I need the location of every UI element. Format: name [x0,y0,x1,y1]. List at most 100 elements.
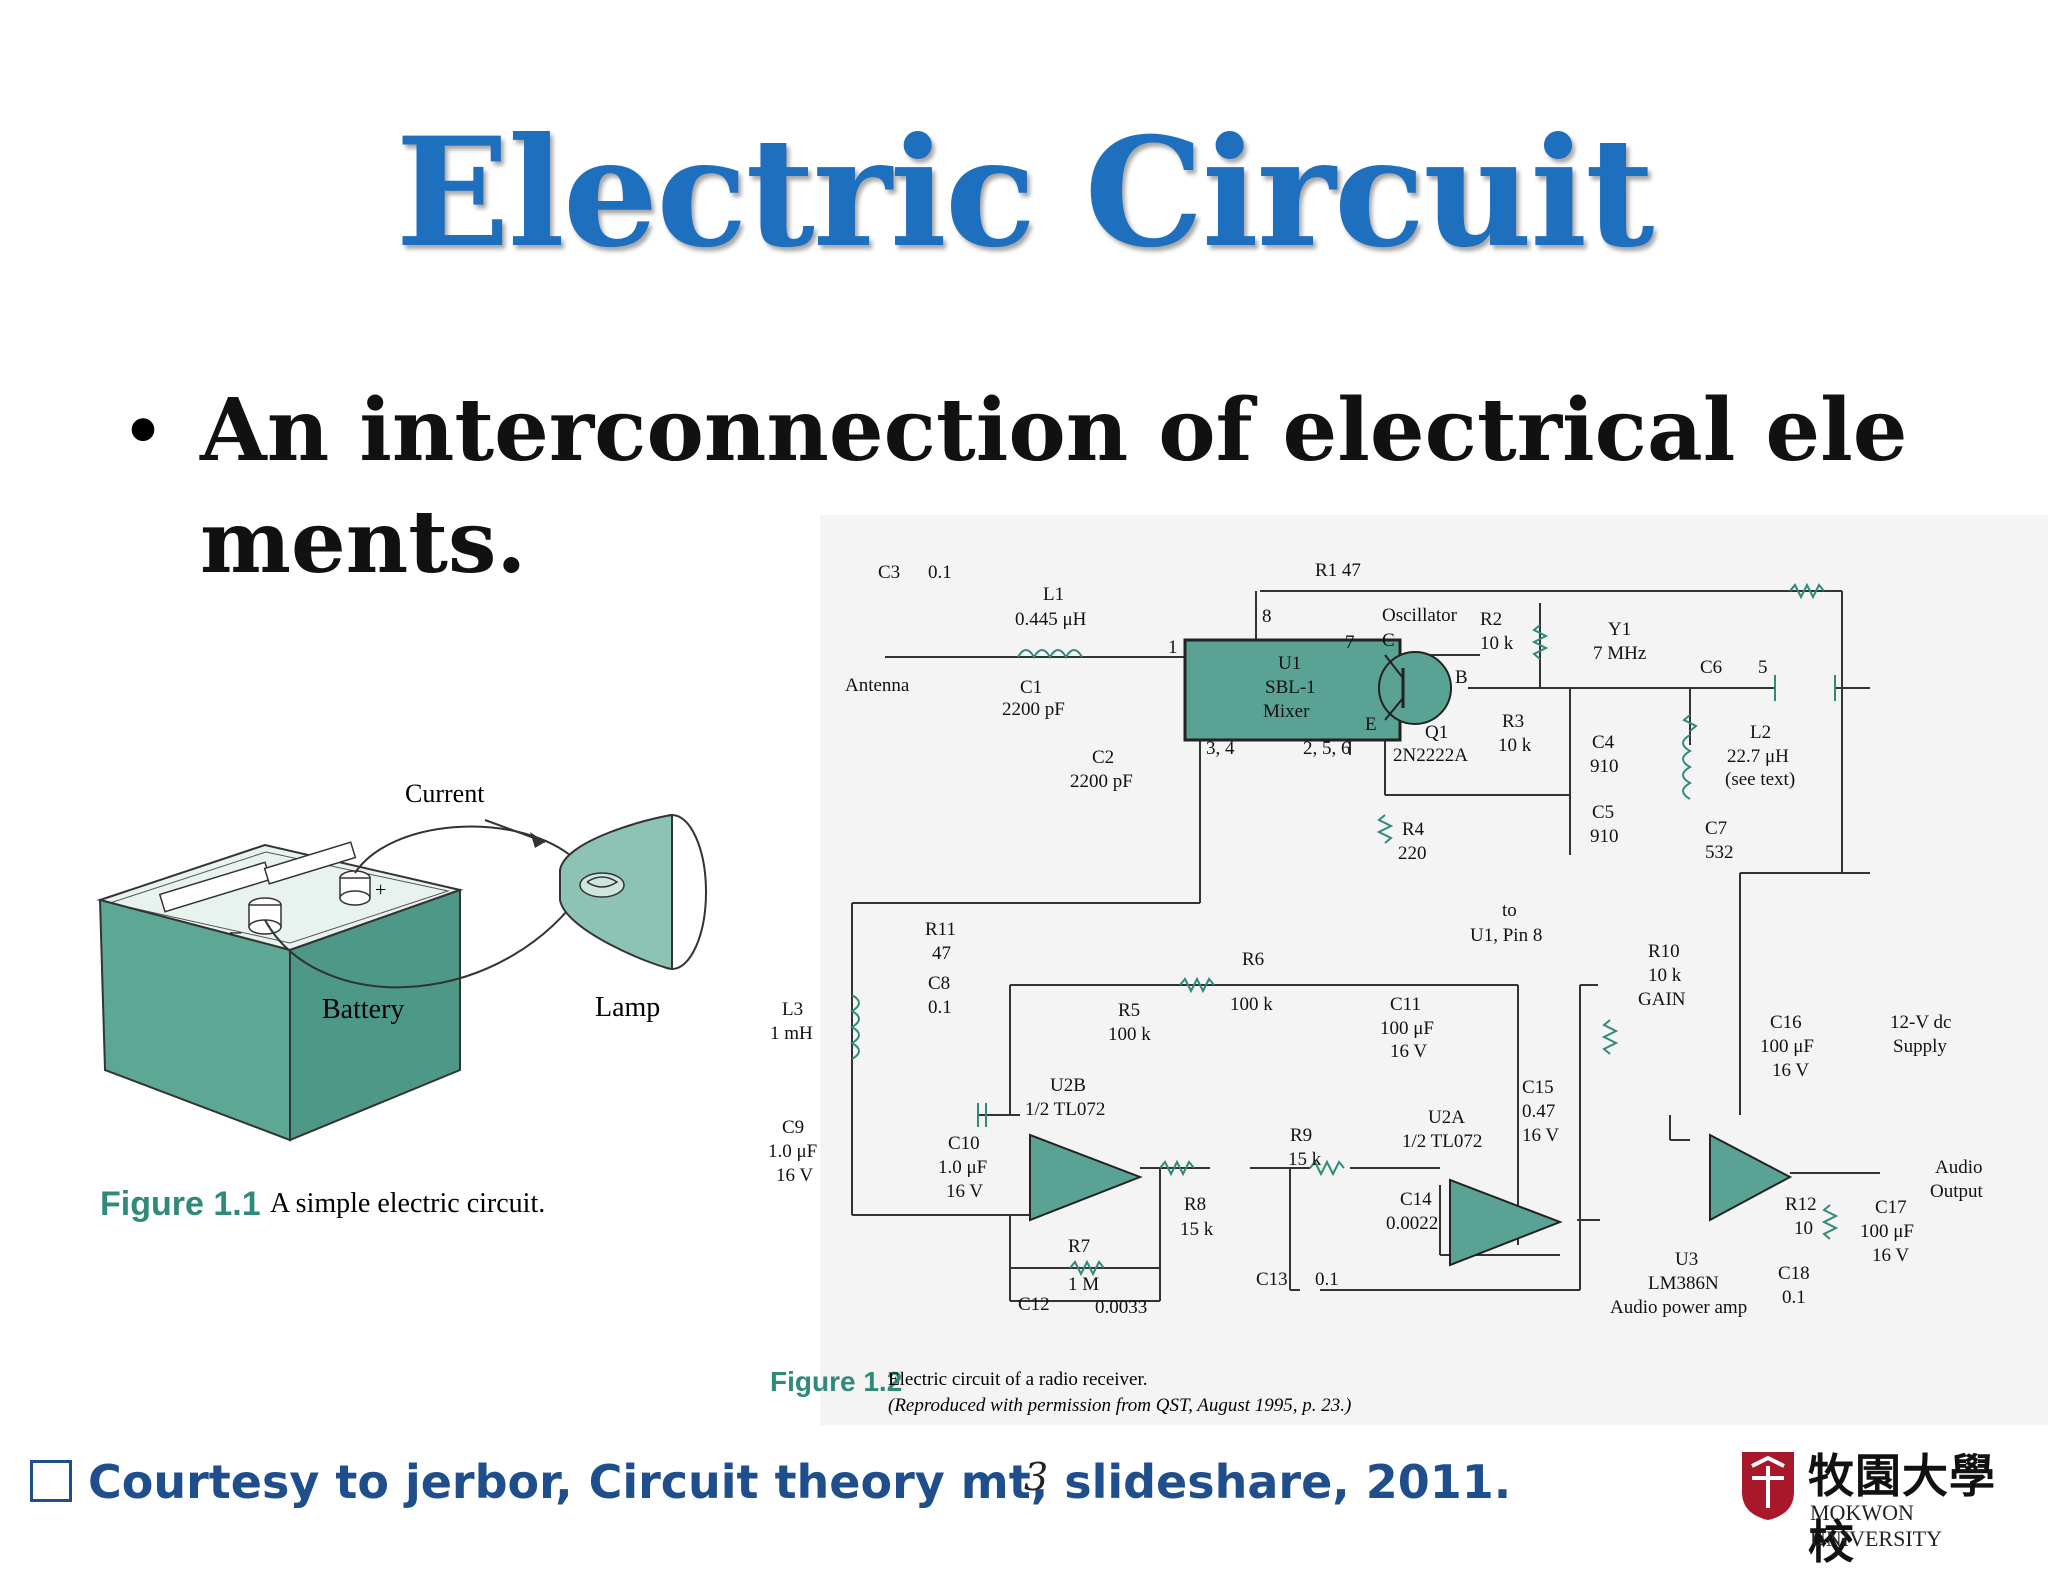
label-u1-mixer: Mixer [1263,701,1310,722]
university-logo: 牧園大學校 MOKWON UNIVERSITY [1738,1440,2038,1569]
lamp-label: Lamp [595,992,660,1023]
label-u3-desc: Audio power amp [1610,1297,1747,1318]
figure-1-2-caption: Electric circuit of a radio receiver. [888,1369,1148,1390]
label-l3-value: 1 mH [770,1023,813,1044]
label-c4-value: 910 [1590,756,1619,777]
u2a-opamp [1449,1178,1563,1267]
label-l1: L1 [1043,584,1064,605]
label-collector: C [1382,630,1395,651]
label-u2b-part: 1/2 TL072 [1025,1099,1105,1120]
label-r5-value: 100 k [1108,1024,1151,1045]
label-y1-value: 7 MHz [1593,643,1646,664]
label-u2b: U2B [1050,1075,1086,1096]
wire-negative [264,879,591,989]
label-c1: C1 [1020,677,1042,698]
label-pin7: 7 [1345,632,1355,653]
label-l3: L3 [782,999,803,1020]
label-r11-value: 47 [932,943,951,964]
label-gain: GAIN [1638,989,1686,1010]
label-oscillator: Oscillator [1382,605,1458,626]
label-r12-value: 10 [1794,1218,1813,1239]
label-c10-voltage: 16 V [946,1181,983,1202]
label-r2: R2 [1480,609,1502,630]
current-label: Current [405,779,485,808]
label-c15-value: 0.47 [1522,1101,1555,1122]
current-arrow [530,832,545,848]
u1-mixer-ic [1183,638,1402,742]
label-u2a-part: 1/2 TL072 [1402,1131,1482,1152]
label-to: to [1502,900,1517,921]
battery-side [289,888,461,1142]
label-r3-value: 10 k [1498,735,1532,756]
label-pin8: 8 [1262,606,1272,627]
bullet-text: An interconnection of electrical element… [200,380,1908,593]
label-c12-value: 0.0033 [1095,1297,1147,1318]
label-c17-voltage: 16 V [1872,1245,1909,1266]
label-supply: 12-V dc [1890,1012,1951,1033]
label-r6: R6 [1242,949,1264,970]
label-c16-value: 100 μF [1760,1036,1814,1057]
label-r10: R10 [1648,941,1680,962]
radio-receiver-schematic: C3 0.1 R1 47 L1 0.445 μH Antenna C1 2200… [768,560,1984,1416]
label-audio: Audio [1935,1157,1983,1178]
label-r11: R11 [925,919,956,940]
label-c1-value: 2200 pF [1002,699,1065,720]
label-r12: R12 [1785,1194,1817,1215]
label-q1-part: 2N2222A [1393,745,1468,766]
label-c2: C2 [1092,747,1114,768]
label-supply-2: Supply [1893,1036,1947,1057]
footer-citation: Courtesy to jerbor, Circuit theory mt, s… [30,1455,1511,1509]
label-c5-value: 910 [1590,826,1619,847]
label-r8: R8 [1184,1194,1206,1215]
label-c3-value: 0.1 [928,562,952,583]
label-r1: R1 47 [1315,560,1361,581]
label-c17-value: 100 μF [1860,1221,1914,1242]
label-c2-value: 2200 pF [1070,771,1133,792]
label-u1-pin8: U1, Pin 8 [1470,925,1542,946]
label-emitter: E [1365,714,1377,735]
label-c15-voltage: 16 V [1522,1125,1559,1146]
label-r6-value: 100 k [1230,994,1273,1015]
lamp-filament [586,876,619,888]
label-r4: R4 [1402,819,1425,840]
label-c3: C3 [878,562,900,583]
label-u2a: U2A [1428,1107,1465,1128]
label-c7-value: 532 [1705,842,1734,863]
label-pin34: 3, 4 [1206,738,1235,759]
label-u3-part: LM386N [1648,1273,1719,1294]
label-u1: U1 [1278,653,1301,674]
footer-text: Courtesy to jerbor, Circuit theory mt, s… [88,1455,1512,1509]
label-c16: C16 [1770,1012,1802,1033]
label-c7: C7 [1705,818,1727,839]
label-c11-value: 100 μF [1380,1018,1434,1039]
label-q1: Q1 [1425,722,1448,743]
u3-amplifier [1709,1133,1793,1222]
label-base: B [1455,667,1468,688]
label-c4: C4 [1592,732,1615,753]
label-audio-2: Output [1930,1181,1984,1202]
label-c13-value: 0.1 [1315,1269,1339,1290]
label-c9-value: 1.0 μF [768,1141,817,1162]
label-c5: C5 [1592,802,1614,823]
component-symbols [849,582,1839,1277]
label-c18: C18 [1778,1263,1810,1284]
label-c6: C6 [1700,657,1722,678]
wire-positive [354,825,571,874]
label-c14-value: 0.0022 [1386,1213,1438,1234]
label-r9: R9 [1290,1125,1312,1146]
label-c18-value: 0.1 [1782,1287,1806,1308]
label-c13: C13 [1256,1269,1288,1290]
label-r7-value: 1 M [1068,1274,1099,1295]
svg-text:+: + [375,879,386,901]
label-c11-voltage: 16 V [1390,1041,1427,1062]
label-c14: C14 [1400,1189,1432,1210]
label-r3: R3 [1502,711,1524,732]
label-c15: C15 [1522,1077,1554,1098]
figure-1-2-credit: (Reproduced with permission from QST, Au… [888,1395,1351,1416]
label-pin256: 2, 5, 6 [1303,738,1351,759]
checkbox-icon [30,1460,72,1502]
label-u3: U3 [1675,1249,1698,1270]
label-r8-value: 15 k [1180,1219,1214,1240]
simple-circuit-figure: – + Current Battery Lamp Figure 1.1 A si… [96,779,707,1223]
label-r5: R5 [1118,1000,1140,1021]
